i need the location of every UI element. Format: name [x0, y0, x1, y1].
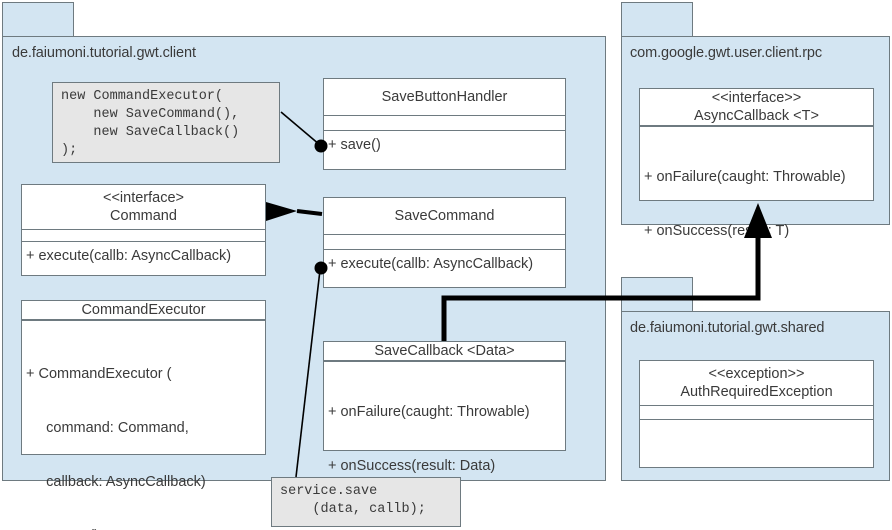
class-attributes [324, 235, 565, 250]
operation-row: + CommandExecutor ( [26, 366, 172, 382]
class-save-command[interactable]: SaveCommand + execute(callb: AsyncCallba… [323, 197, 566, 288]
class-stereotype: <<exception>> [708, 366, 805, 382]
class-command-interface[interactable]: <<interface> Command + execute(callb: As… [21, 184, 266, 276]
operation-row: + onSuccess(result: T) [644, 223, 790, 239]
note-service-save-code: service.save (data, callb); [271, 477, 461, 527]
class-header: CommandExecutor [22, 301, 265, 320]
class-header: SaveCommand [324, 198, 565, 235]
operation-row: + execute() [26, 527, 265, 530]
class-auth-required-exception[interactable]: <<exception>> AuthRequiredException [639, 360, 874, 468]
class-header: SaveButtonHandler [324, 79, 565, 116]
package-tab-client [2, 2, 74, 36]
note-constructor-code: new CommandExecutor( new SaveCommand(), … [52, 82, 280, 163]
class-stereotype: <<interface>> [711, 90, 802, 106]
class-save-callback[interactable]: SaveCallback <Data> + onFailure(caught: … [323, 341, 566, 474]
class-name: Command [110, 208, 177, 224]
class-name: CommandExecutor [81, 302, 206, 318]
class-command-executor[interactable]: CommandExecutor + CommandExecutor ( comm… [21, 300, 266, 530]
class-stereotype: <<interface> [102, 190, 185, 206]
operation-row: + onSuccess(result: Data) [328, 458, 496, 474]
class-attributes [22, 320, 265, 321]
class-operations: + CommandExecutor ( command: Command, ca… [22, 321, 265, 530]
operation-row: + onFailure(caught: Throwable) [644, 169, 846, 185]
operation-row: callback: AsyncCallback) [26, 474, 206, 490]
class-name: SaveButtonHandler [381, 89, 508, 105]
class-name: SaveCommand [394, 208, 495, 224]
class-header: <<interface>> AsyncCallback <T> [640, 89, 873, 126]
operation-row: command: Command, [26, 420, 189, 436]
class-operations: + onFailure(caught: Throwable) + onSucce… [640, 127, 873, 276]
class-name: SaveCallback <Data> [374, 343, 515, 359]
class-attributes [640, 406, 873, 420]
package-label-shared: de.faiumoni.tutorial.gwt.shared [630, 320, 825, 336]
class-attributes [324, 361, 565, 362]
class-operations: + save() [328, 137, 381, 153]
class-header: SaveCallback <Data> [324, 342, 565, 361]
class-operations: + execute(callb: AsyncCallback) [328, 256, 534, 272]
class-operations [640, 420, 873, 467]
class-header: <<interface> Command [22, 185, 265, 230]
class-name: AuthRequiredException [680, 384, 833, 400]
package-label-client: de.faiumoni.tutorial.gwt.client [12, 45, 196, 61]
class-operations: + execute(callb: AsyncCallback) [26, 248, 232, 264]
operation-row: + onFailure(caught: Throwable) [328, 404, 530, 420]
class-operations: + onFailure(caught: Throwable) + onSucce… [324, 362, 565, 511]
class-attributes [324, 116, 565, 131]
class-name: AsyncCallback <T> [694, 108, 819, 124]
class-async-callback[interactable]: <<interface>> AsyncCallback <T> + onFail… [639, 88, 874, 239]
class-save-button-handler[interactable]: SaveButtonHandler + save() [323, 78, 566, 170]
package-tab-rpc [621, 2, 693, 36]
package-label-rpc: com.google.gwt.user.client.rpc [630, 45, 823, 61]
class-attributes [640, 126, 873, 127]
class-attributes [22, 230, 265, 242]
package-tab-shared [621, 277, 693, 311]
class-header: <<exception>> AuthRequiredException [640, 361, 873, 406]
